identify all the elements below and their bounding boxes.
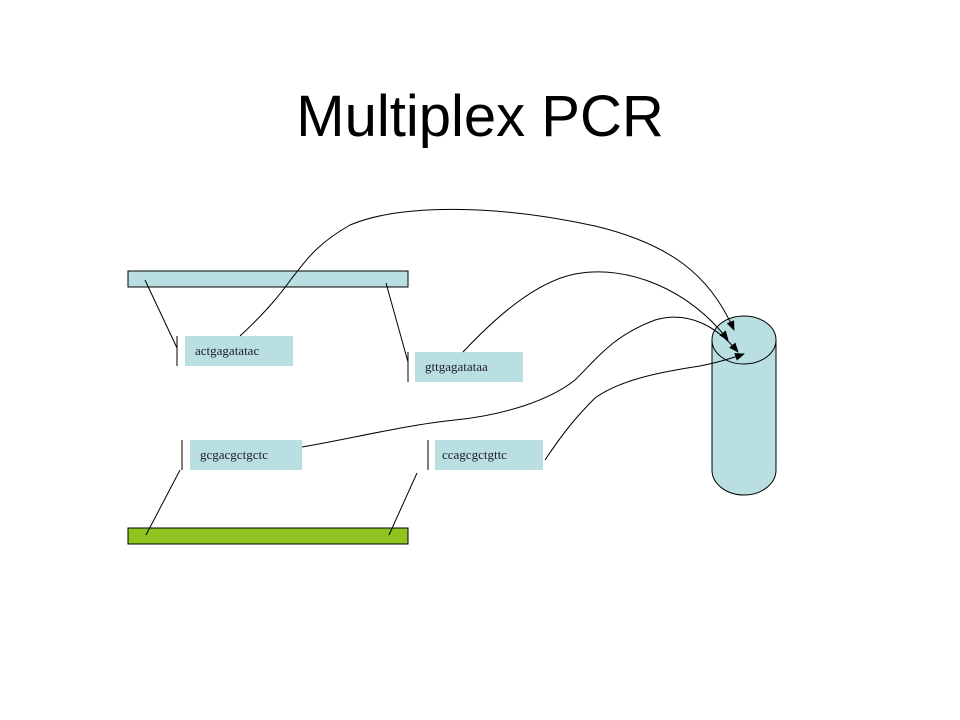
primer-4: ccagcgctgttc xyxy=(435,440,543,470)
primer-4-box xyxy=(435,440,543,470)
primer-4-label: ccagcgctgttc xyxy=(442,447,507,462)
primer-2: gttgagatataa xyxy=(415,352,523,382)
binding-line-2 xyxy=(385,282,409,363)
primer-1-box xyxy=(185,336,293,366)
arrow-primer-4 xyxy=(544,353,745,461)
slide-title: Multiplex PCR xyxy=(296,84,664,149)
binding-line-4 xyxy=(388,472,418,536)
primer-3-label: gcgacgctgctc xyxy=(200,447,268,462)
test-tube-icon xyxy=(711,315,777,496)
arrow-primer-3 xyxy=(301,316,739,448)
arrow-primer-2 xyxy=(462,271,729,353)
binding-line-3 xyxy=(145,469,181,536)
primer-3-box xyxy=(190,440,302,470)
template-strand-top xyxy=(127,270,409,288)
binding-line-1 xyxy=(144,279,178,349)
primer-2-box xyxy=(415,352,523,382)
primer-3: gcgacgctgctc xyxy=(190,440,302,470)
arrow-primer-1 xyxy=(239,208,735,337)
template-strand-bottom xyxy=(127,527,409,545)
primer-1: actgagatatac xyxy=(185,336,293,366)
tube-body xyxy=(711,339,777,496)
primer-1-label: actgagatatac xyxy=(195,343,259,358)
tube-opening xyxy=(711,315,777,365)
primer-2-label: gttgagatataa xyxy=(425,359,488,374)
